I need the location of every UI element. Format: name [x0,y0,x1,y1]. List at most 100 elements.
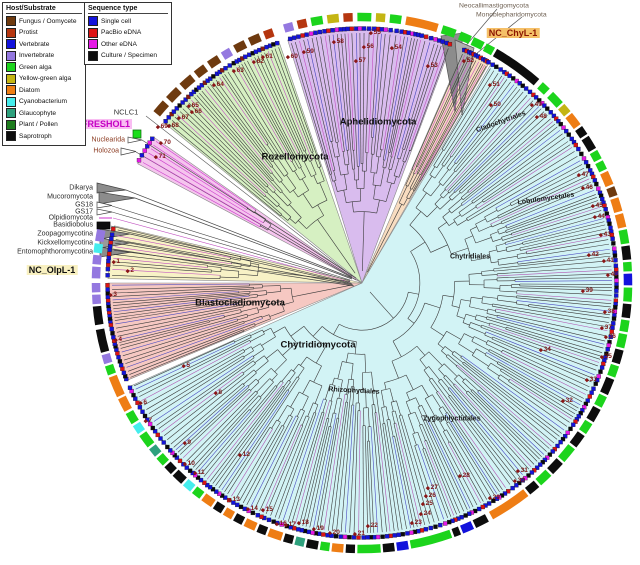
yellow-green-alga-swatch-icon [6,73,16,84]
ring-segment-brown [233,40,248,53]
legend-seq-item-other-edna: Other eDNA [88,39,168,49]
green-alga-swatch-icon [6,62,16,72]
ring-segment-green_alga [615,332,628,349]
ring-segment-saprotroph [92,305,104,326]
branch-connector [112,217,351,283]
ring-segment-saprotroph [621,303,632,319]
ring-segment-green_alga [547,91,563,108]
branch-connector [129,242,354,286]
legend-host-label: Saprotroph [19,132,52,140]
diatom-swatch-icon [6,85,16,95]
ring-segment-diatom [222,507,236,520]
ring-segment-green_alga [156,453,170,466]
ring-segment-protist [296,18,308,30]
ring-segment-diatom [243,518,258,531]
ring-segment-saprotroph [282,533,295,545]
ring-segment-green_alga [191,486,205,499]
branch-connector [111,211,351,282]
culture-specimen-swatch-icon [88,50,98,61]
legend-host-label: Green alga [19,63,52,71]
ring-segment-cyanobacterium [182,479,196,492]
branch-connector [111,205,351,281]
clade-branches-nc-olpl-1 [105,226,351,282]
plant-pollen-swatch-icon [6,119,16,130]
ring-segment-green_alga [409,529,453,549]
branch-connector [125,189,353,279]
ring-segment-green_alga [589,149,602,163]
ring-segment-saprotroph [382,542,395,553]
ring-segment-green_alga [537,82,550,95]
saprotroph-swatch-icon [6,131,16,141]
ring-segment-diatom [331,543,344,553]
ring-segment-green_alga [619,319,630,333]
ring-segment-yellow_green [326,13,340,24]
ring-segment-diatom [600,170,614,188]
ring-segment-invertebrate [91,266,101,279]
legend-host-label: Glaucophyte [19,109,57,117]
collapsed-clade-shape-1 [98,191,136,205]
legend-seq-title: Sequence type [88,5,168,14]
fungus-oomycete-swatch-icon [6,16,16,26]
legend-host-label: Plant / Pollen [19,121,58,128]
collapsed-clade-shape-8 [120,147,137,156]
ring-segment-brown [166,87,182,103]
ring-segment-green_alga [594,393,607,408]
ring-segment-diatom [488,489,529,520]
legend-seq-label: Culture / Specimen [101,52,158,59]
ring-segment-saprotroph [581,135,597,153]
ring-segment-invertebrate [95,229,106,243]
ring-segment-yellow_green [375,13,386,23]
ring-segment-diatom [201,493,216,508]
ring-segment-brown [193,64,209,79]
ring-segment-saprotroph [569,431,585,448]
ring-segment-saprotroph [621,245,632,261]
glaucophyte-swatch-icon [6,108,16,118]
ring-segment-invertebrate [220,47,234,60]
ring-segment-green_alga [535,469,552,486]
collapsed-clade-shape-6 [96,208,113,216]
collapsed-clade-shape-7 [127,136,143,144]
ring-segment-diatom [267,528,284,541]
ring-segment-saprotroph [212,501,226,514]
ring-segment-protist [262,28,275,40]
collapsed-clade-shape-11 [96,221,111,230]
ring-segment-diatom [610,197,623,214]
ring-segment-brown [206,55,222,69]
ring-segment-diatom [118,395,132,412]
ring-segment-green_alga [595,160,607,173]
collapsed-clade-shape-5 [96,201,113,209]
ring-segment-green_alga [104,363,117,376]
ring-segment-saprotroph [586,405,601,423]
ring-segment-yellow_green [558,103,571,117]
ring-segment-green_alga [623,287,633,302]
ring-segment-saprotroph [472,514,489,528]
branch-connector [141,139,357,279]
branch-connector [134,197,353,280]
legend-seq-item-culture-specimen: Culture / Specimen [88,50,168,61]
legend-host-label: Vertebrate [19,40,50,48]
collapsed-clade-shape-3 [99,237,131,249]
clade-branches-nc-chyl-1 [367,47,491,273]
ring-segment-vertebrate [459,521,475,534]
ring-segment-saprotroph [600,376,615,396]
ring-segment-saprotroph [172,469,187,484]
ring-segment-invertebrate [92,294,102,305]
ring-segment-green_alga [139,431,155,448]
legend-host-title: Host/Substrate [6,5,82,14]
legend-host-item-protist: Protist [6,27,82,38]
ring-segment-green_alga [125,409,139,425]
legend-host-label: Diatom [19,86,40,94]
ring-segment-saprotroph [547,458,563,475]
ring-segment-green_alga [357,544,381,554]
ring-segment-green_alga [578,419,593,435]
invertebrate-swatch-icon [6,50,16,61]
legend-host-label: Fungus / Oomycete [19,17,77,25]
ring-segment-saprotroph [575,126,588,139]
legend-host-item-glaucophyte: Glaucophyte [6,108,82,118]
legend-host-label: Yellow-green alga [19,75,72,82]
ring-segment-green_alga [440,25,457,38]
other-edna-swatch-icon [88,39,98,49]
ring-segment-green_alga [389,14,402,25]
